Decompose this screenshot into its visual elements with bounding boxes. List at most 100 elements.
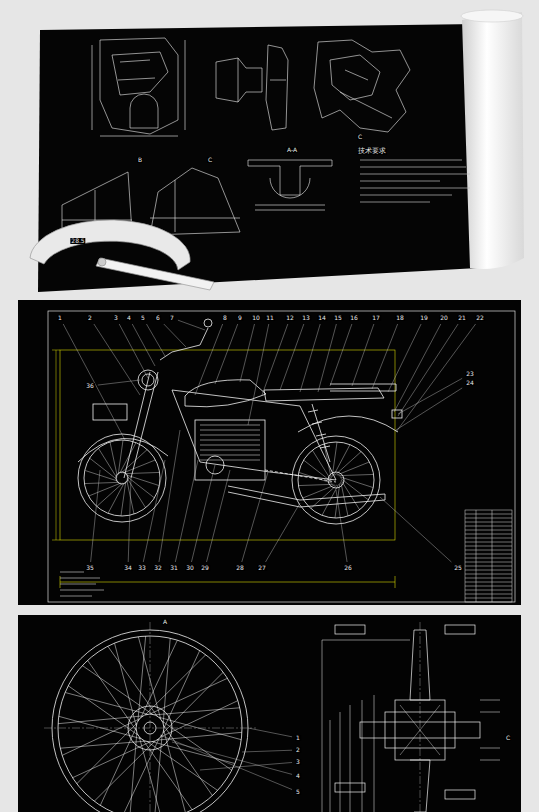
part-drawings — [150, 168, 240, 235]
cooling-fin — [200, 455, 260, 456]
motorcycle — [160, 328, 208, 360]
spoke — [100, 728, 136, 805]
table-row — [465, 522, 512, 523]
motorcycle — [298, 416, 398, 432]
callout-number: 11 — [265, 315, 275, 321]
callout-number: 2 — [87, 315, 93, 321]
hub-section — [322, 622, 500, 812]
assembly-panel — [18, 300, 521, 605]
parts-table — [465, 510, 512, 602]
callout-number: 30 — [185, 565, 195, 571]
part-drawings — [314, 40, 410, 132]
spoke — [60, 741, 145, 748]
assembly-notes — [60, 572, 104, 596]
assembly-panel — [60, 350, 395, 540]
leader-line — [98, 380, 140, 385]
part-drawings — [266, 45, 288, 130]
spoke — [339, 474, 374, 475]
spoke — [164, 651, 200, 728]
leader-line — [191, 465, 215, 562]
table-row — [465, 550, 512, 551]
spoke — [94, 741, 155, 801]
motorcycle — [265, 470, 336, 482]
spoke — [163, 638, 170, 723]
callout-number: 14 — [317, 315, 327, 321]
part-drawings — [100, 38, 178, 134]
part-drawings — [248, 160, 332, 198]
callout-number: 33 — [137, 565, 147, 571]
spoke — [62, 719, 139, 755]
leader-line — [372, 324, 398, 389]
spoke — [341, 482, 348, 516]
spoke — [110, 442, 117, 476]
spoke — [125, 472, 160, 473]
callout-number: 26 — [343, 565, 353, 571]
leader-line — [394, 324, 441, 412]
table-row — [465, 530, 512, 531]
leader-line — [388, 324, 421, 392]
cooling-fin — [200, 425, 260, 426]
leader-line — [380, 497, 451, 562]
top-sheet — [38, 10, 524, 292]
spoke — [304, 460, 332, 482]
callout-number: 12 — [285, 315, 295, 321]
table-row — [465, 538, 512, 539]
wheel-drawing — [44, 622, 256, 812]
hub-section — [445, 625, 475, 634]
spoke — [77, 723, 137, 784]
leader-line — [175, 460, 198, 562]
callout-number: 18 — [395, 315, 405, 321]
spoke — [164, 726, 213, 796]
table-row — [465, 514, 512, 515]
callout-number: 15 — [333, 315, 343, 321]
assembly-panel — [52, 350, 60, 540]
wheel-panel — [18, 615, 521, 812]
motorcycle — [78, 319, 402, 524]
leader-line — [94, 324, 140, 395]
motorcycle — [392, 410, 402, 418]
leader-line — [132, 324, 155, 366]
leader-line — [248, 324, 269, 425]
callout-number: 13 — [301, 315, 311, 321]
view-label: 技术要求 — [357, 148, 387, 155]
parts-table — [465, 510, 512, 602]
spoke — [152, 742, 234, 764]
cooling-fin — [200, 460, 260, 461]
spoke — [97, 483, 123, 507]
spoke — [150, 678, 227, 714]
spoke — [118, 440, 123, 475]
callout-number: 1 — [57, 315, 63, 321]
spoke — [143, 740, 192, 810]
spoke — [141, 640, 177, 717]
callout-number: 9 — [237, 315, 243, 321]
leader-line — [330, 324, 352, 386]
table-row — [465, 594, 512, 595]
spoke — [98, 448, 117, 478]
spoke — [90, 458, 118, 480]
protractor — [96, 258, 214, 290]
hub-section — [330, 695, 374, 812]
spoke — [298, 484, 333, 485]
table-row — [465, 570, 512, 571]
spoke — [334, 445, 350, 476]
top-sheet — [38, 24, 478, 292]
callout-number: 5 — [140, 315, 146, 321]
part-drawings — [216, 58, 262, 102]
callout-number: 7 — [169, 315, 175, 321]
spoke — [139, 737, 161, 812]
hub-section — [322, 640, 410, 812]
callout-number: 10 — [251, 315, 261, 321]
spoke — [148, 742, 218, 791]
leader-line — [352, 324, 374, 386]
leader-line — [200, 762, 292, 770]
spoke — [89, 483, 122, 496]
callout-number: 4 — [295, 773, 301, 779]
view-label: C — [505, 735, 511, 741]
spoke — [145, 655, 206, 715]
callout-number: 35 — [85, 565, 95, 571]
motorcycle — [204, 319, 212, 327]
leader-line — [242, 750, 292, 752]
table-row — [465, 562, 512, 563]
